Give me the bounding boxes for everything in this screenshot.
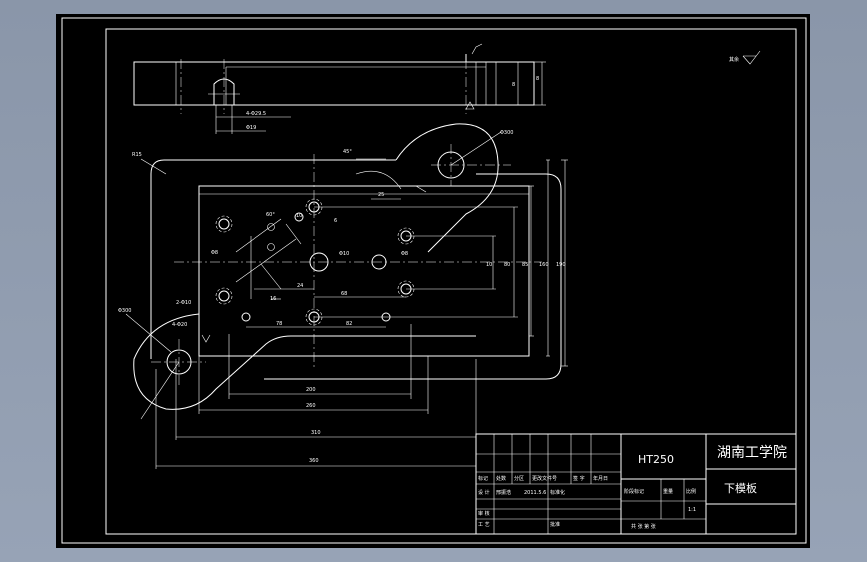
hdr-zone: 分区 (514, 475, 524, 482)
title-block: HT250 湖南工学院 下模板 标记 处数 分区 更改文件号 签 字 年月日 设… (475, 433, 797, 535)
dim-h-360: 360 (309, 458, 319, 464)
dim-side-height-2: 8 (536, 76, 539, 82)
hdr-change-doc: 更改文件号 (532, 475, 557, 482)
drawing-canvas: 其余 8 8 4-Φ29.5 Φ19 (61, 17, 807, 544)
dim-counterbore-note: 4-Φ29.5 (246, 111, 266, 117)
dim-24: 24 (297, 283, 303, 289)
hdr-signature: 签 字 (573, 475, 585, 482)
row-approve: 批准 (550, 521, 560, 528)
dim-h-small: 16 (270, 296, 276, 302)
plan-view: Φ300 45° 25 R15 Φ300 (118, 123, 568, 469)
row-standardization: 标准化 (550, 489, 565, 496)
cad-viewport[interactable]: 其余 8 8 4-Φ29.5 Φ19 (56, 14, 810, 548)
roughness-icon-small (201, 334, 211, 343)
dim-2phi10: 2-Φ10 (176, 300, 191, 306)
stage-mark-label: 阶段标记 (624, 488, 644, 495)
scale-value: 1:1 (688, 507, 696, 513)
hdr-mark: 标记 (478, 475, 488, 482)
dim-v-10: 10 (486, 262, 492, 268)
school-name: 湖南工学院 (717, 445, 787, 461)
dim-82: 82 (346, 321, 352, 327)
dim-v-190: 190 (556, 262, 566, 268)
dim-h-310: 310 (311, 430, 321, 436)
inner-frame (105, 28, 797, 535)
row-date: 2011.5.6 (524, 490, 546, 496)
dim-v-80: 80 (504, 262, 510, 268)
scale-label: 比例 (686, 488, 696, 495)
hdr-date: 年月日 (593, 475, 608, 482)
dim-4phi20: 4-Φ20 (172, 322, 187, 328)
side-view: 8 8 4-Φ29.5 Φ19 (133, 43, 546, 134)
dim-side-hole: Φ300 (118, 308, 131, 314)
dim-phi10: Φ10 (339, 251, 349, 257)
row-design: 设 计 (478, 489, 490, 496)
part-name: 下模板 (724, 481, 757, 495)
dim-corner-radius: R15 (132, 152, 142, 158)
outer-frame (61, 17, 807, 544)
dim-v-85: 85 (522, 262, 528, 268)
dim-78: 78 (276, 321, 282, 327)
dim-phi8: Φ8 (211, 250, 218, 256)
roughness-icon (742, 50, 761, 65)
dim-top-hole: Φ300 (500, 130, 513, 136)
dim-h1: 10 (296, 213, 302, 219)
dim-angle-60: 60° (266, 212, 275, 218)
dim-25: 25 (378, 192, 384, 198)
row-process: 工 艺 (478, 522, 490, 528)
row-designer: 邢振浩 (496, 489, 511, 496)
dim-v-160: 160 (539, 262, 549, 268)
weight-label: 重量 (663, 488, 673, 495)
dim-h2: 6 (334, 218, 337, 224)
dim-h-200: 200 (306, 387, 316, 393)
dim-68: 68 (341, 291, 347, 297)
row-review: 审 核 (478, 510, 490, 517)
dim-counterbore: Φ19 (246, 125, 256, 131)
sheets-label: 共 张 第 张 (631, 523, 656, 530)
dim-phi8b: Φ8 (401, 251, 408, 257)
material-text: HT250 (638, 453, 674, 466)
dim-h-260: 260 (306, 403, 316, 409)
hdr-count: 处数 (496, 475, 506, 482)
roughness-label: 其余 (729, 56, 739, 63)
dim-angle-45: 45° (343, 149, 352, 155)
dim-side-height: 8 (512, 82, 515, 88)
